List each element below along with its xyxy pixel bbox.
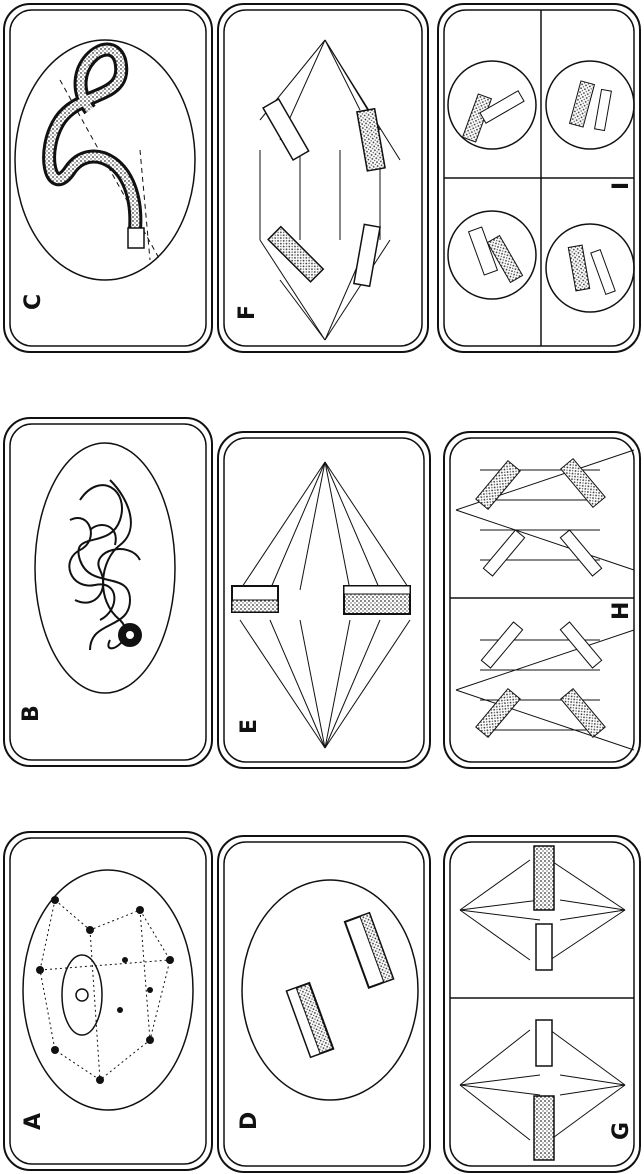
nucleus (242, 880, 418, 1100)
chromatid-light (354, 224, 380, 286)
panel-d: D (218, 836, 430, 1172)
panel-e: E (218, 432, 430, 768)
nucleus (23, 870, 193, 1110)
panel-i: I (438, 4, 640, 352)
chromatid-light (263, 99, 309, 160)
chromatid-dark (268, 227, 323, 282)
panel-label-e: E (237, 719, 262, 734)
daughter-nucleus (448, 61, 536, 149)
daughter-nucleus (546, 224, 634, 312)
panel-label-b: B (19, 705, 44, 722)
chromatin-dots (36, 896, 174, 1084)
panel-b: B (4, 418, 212, 766)
panel-h: H (444, 432, 640, 768)
panel-label-f: F (235, 305, 260, 320)
panel-f: F (218, 4, 428, 352)
chromosome-pair (345, 913, 393, 988)
chromosome-pair (287, 983, 333, 1057)
chromatid-dark (357, 109, 385, 171)
panel-label-g: G (609, 1122, 634, 1140)
panel-c: C (4, 4, 212, 352)
panel-label-d: D (237, 1112, 262, 1130)
panel-label-h: H (609, 602, 634, 620)
panel-label-c: C (21, 294, 46, 310)
nucleolus (62, 955, 102, 1035)
panel-label-i: I (609, 182, 634, 190)
daughter-nucleus (546, 61, 634, 149)
panel-label-a: A (21, 1113, 46, 1130)
panel-a: A (4, 832, 212, 1170)
panel-g: G (444, 836, 640, 1172)
